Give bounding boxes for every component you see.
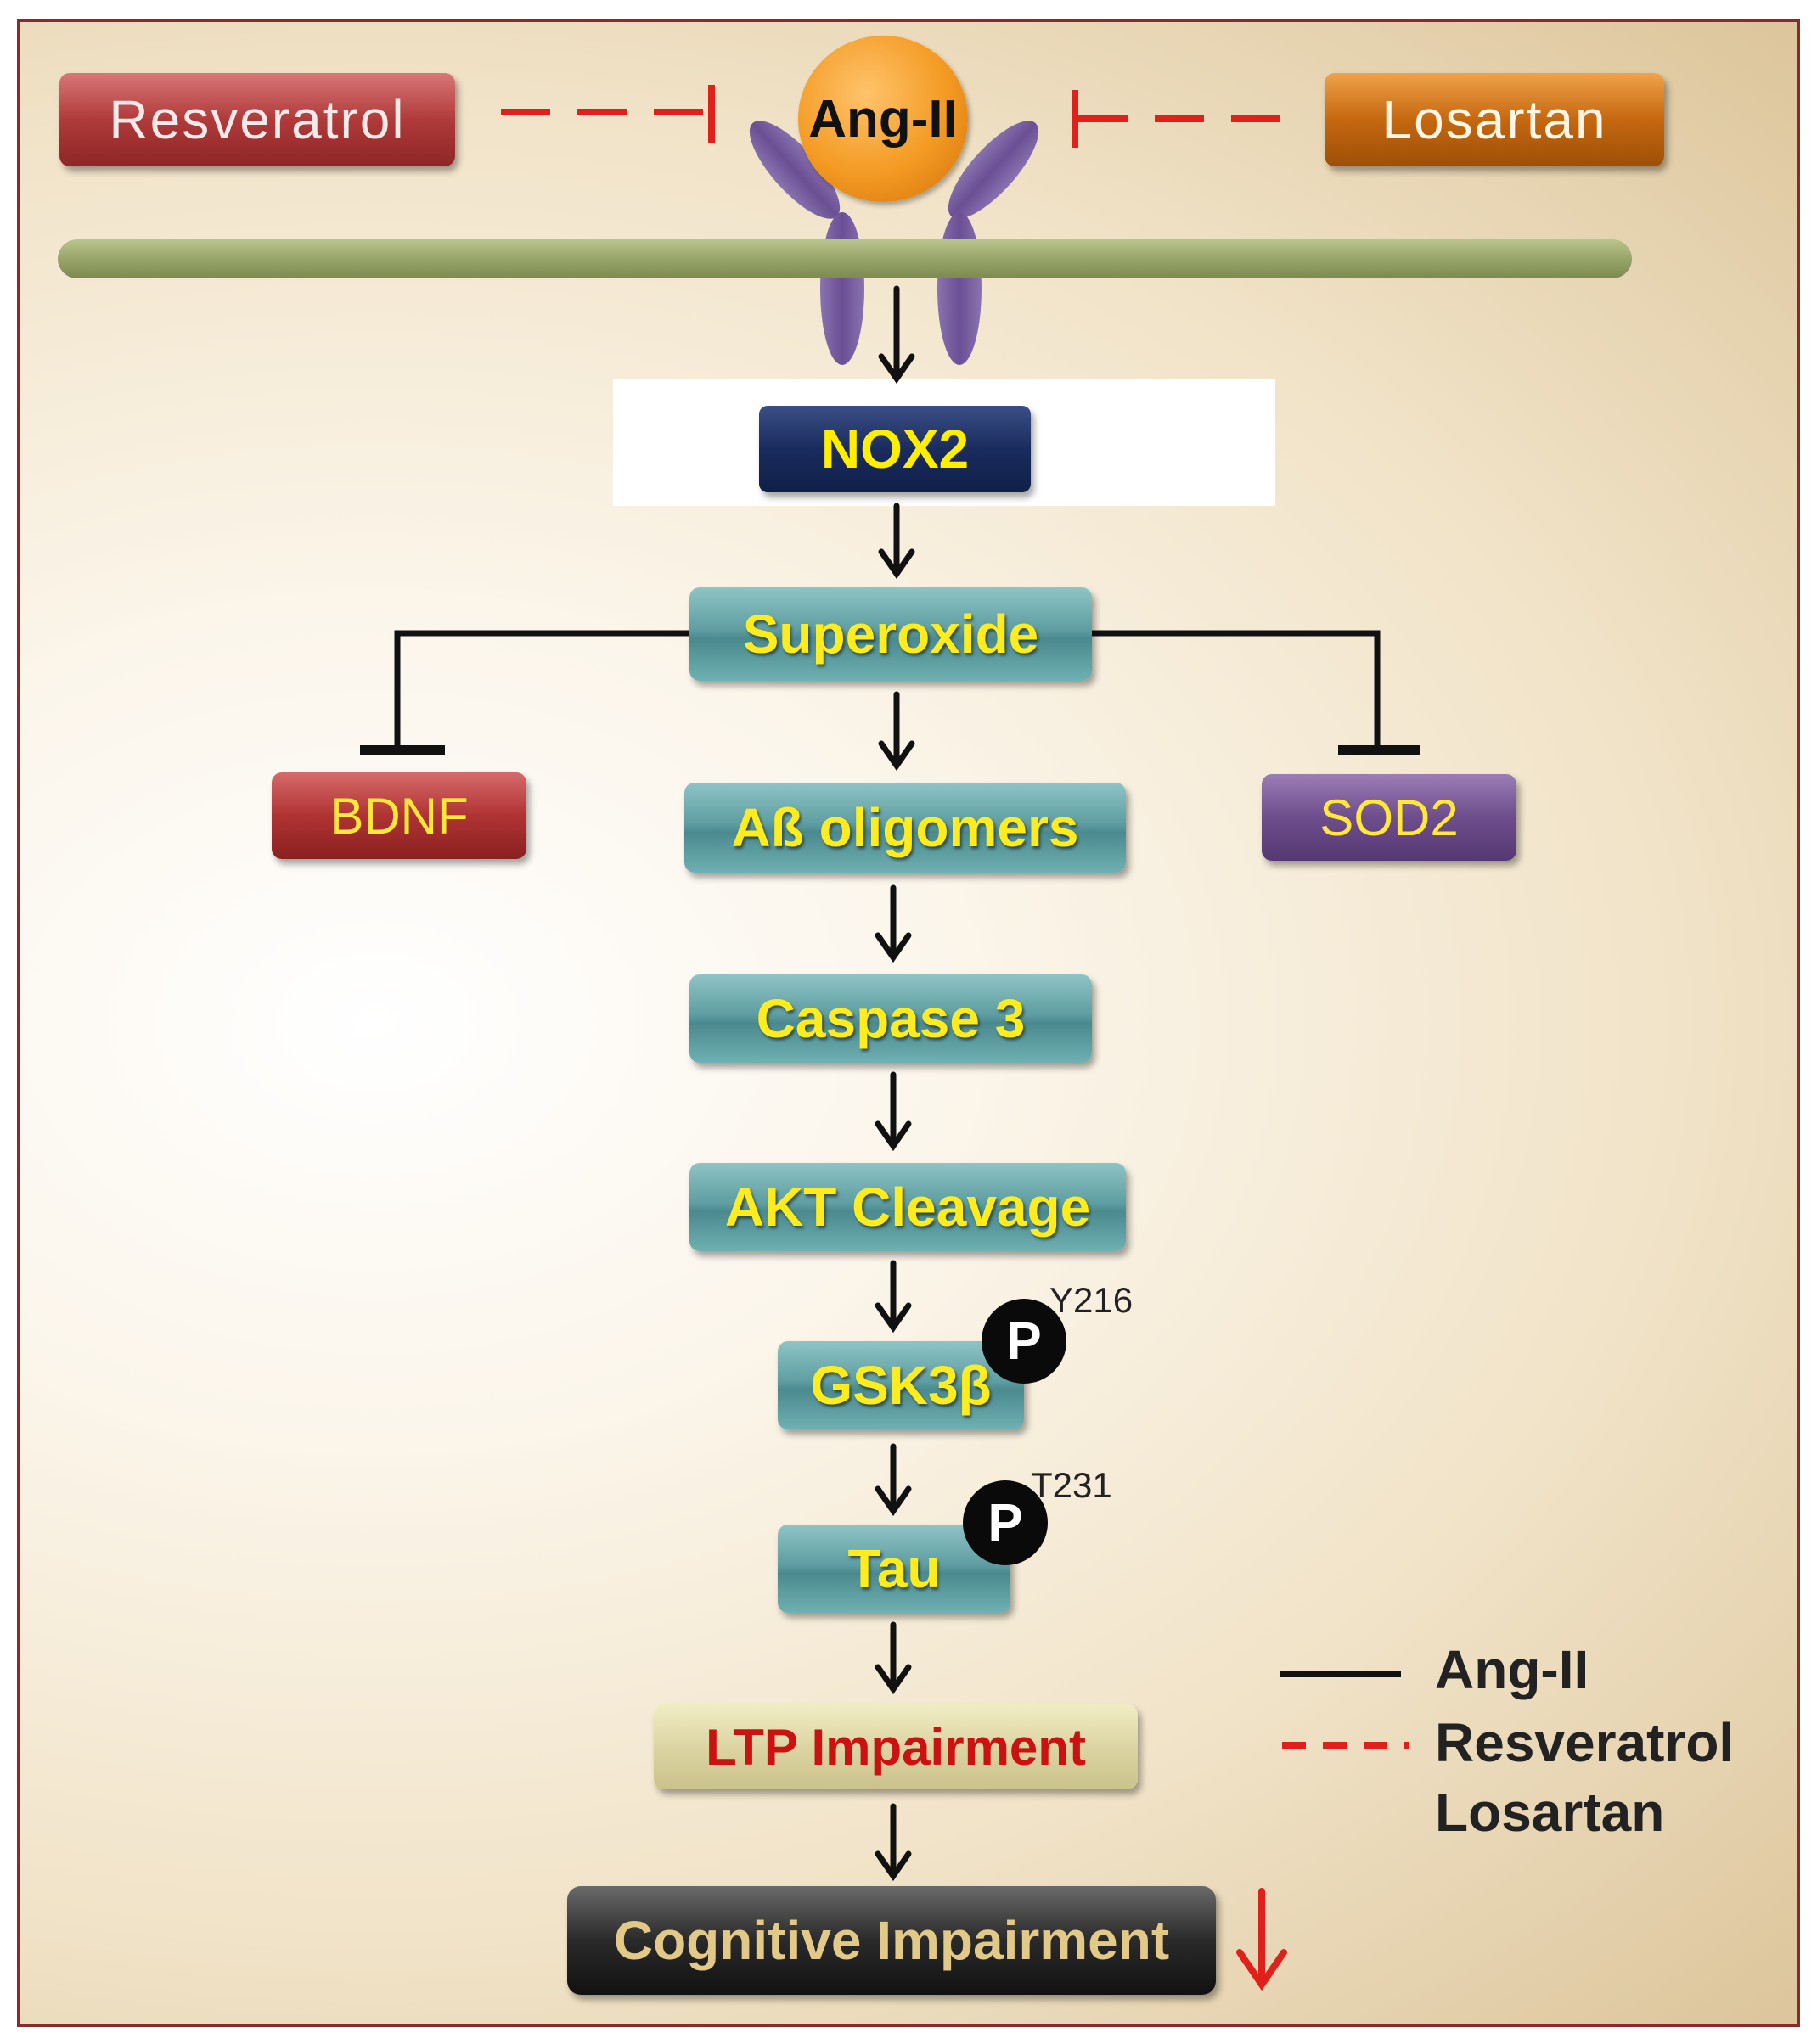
- resveratrol-node: Resveratrol: [59, 73, 455, 166]
- sod2-node: SOD2: [1262, 774, 1516, 861]
- akt-cleavage-node: AKT Cleavage: [689, 1163, 1126, 1251]
- bdnf-node: BDNF: [272, 772, 526, 859]
- legend-label-ang-ii: Ang-II: [1435, 1639, 1589, 1700]
- gsk3b-node: GSK3β: [778, 1341, 1024, 1429]
- legend-lines: [1280, 1671, 1409, 1749]
- arrow-superoxide-to-ab: [878, 691, 915, 772]
- arrow-gsk3b-to-tau: [875, 1443, 912, 1517]
- inhibit-superoxide-to-sod2: [1092, 630, 1420, 755]
- phospho-badge-tau: P: [963, 1480, 1048, 1565]
- cell-membrane: [58, 239, 1632, 278]
- cognitive-impairment-node: Cognitive Impairment: [567, 1886, 1216, 1995]
- gsk3b-phospho-site: Y216: [1049, 1280, 1134, 1320]
- legend-label-losartan: Losartan: [1435, 1782, 1665, 1843]
- arrow-nox2-to-superoxide: [878, 503, 915, 580]
- resveratrol-inhibit-line: [501, 85, 715, 143]
- legend-label-resveratrol: Resveratrol: [1435, 1712, 1735, 1773]
- ang-ii-ligand: Ang-II: [798, 36, 968, 202]
- losartan-inhibit-line: [1072, 90, 1299, 148]
- arrow-ltp-to-cognitive: [875, 1803, 912, 1882]
- inhibit-superoxide-to-bdnf: [360, 630, 689, 755]
- arrow-ab-to-caspase: [875, 884, 912, 963]
- phospho-badge-gsk3b: P: [982, 1299, 1066, 1384]
- ab-oligomers-node: Aß oligomers: [684, 783, 1126, 873]
- arrow-tau-to-ltp: [875, 1621, 912, 1695]
- nox2-node: NOX2: [759, 406, 1031, 492]
- ltp-impairment-node: LTP Impairment: [654, 1704, 1138, 1789]
- arrow-caspase-to-akt: [875, 1071, 912, 1152]
- decrease-arrow: [1236, 1888, 1287, 1991]
- arrow-akt-to-gsk3b: [875, 1260, 912, 1334]
- losartan-node: Losartan: [1325, 73, 1664, 166]
- arrow-receptor-to-nox2: [878, 285, 915, 385]
- caspase3-node: Caspase 3: [689, 974, 1092, 1063]
- superoxide-node: Superoxide: [689, 587, 1092, 681]
- tau-phospho-site: T231: [1031, 1465, 1112, 1505]
